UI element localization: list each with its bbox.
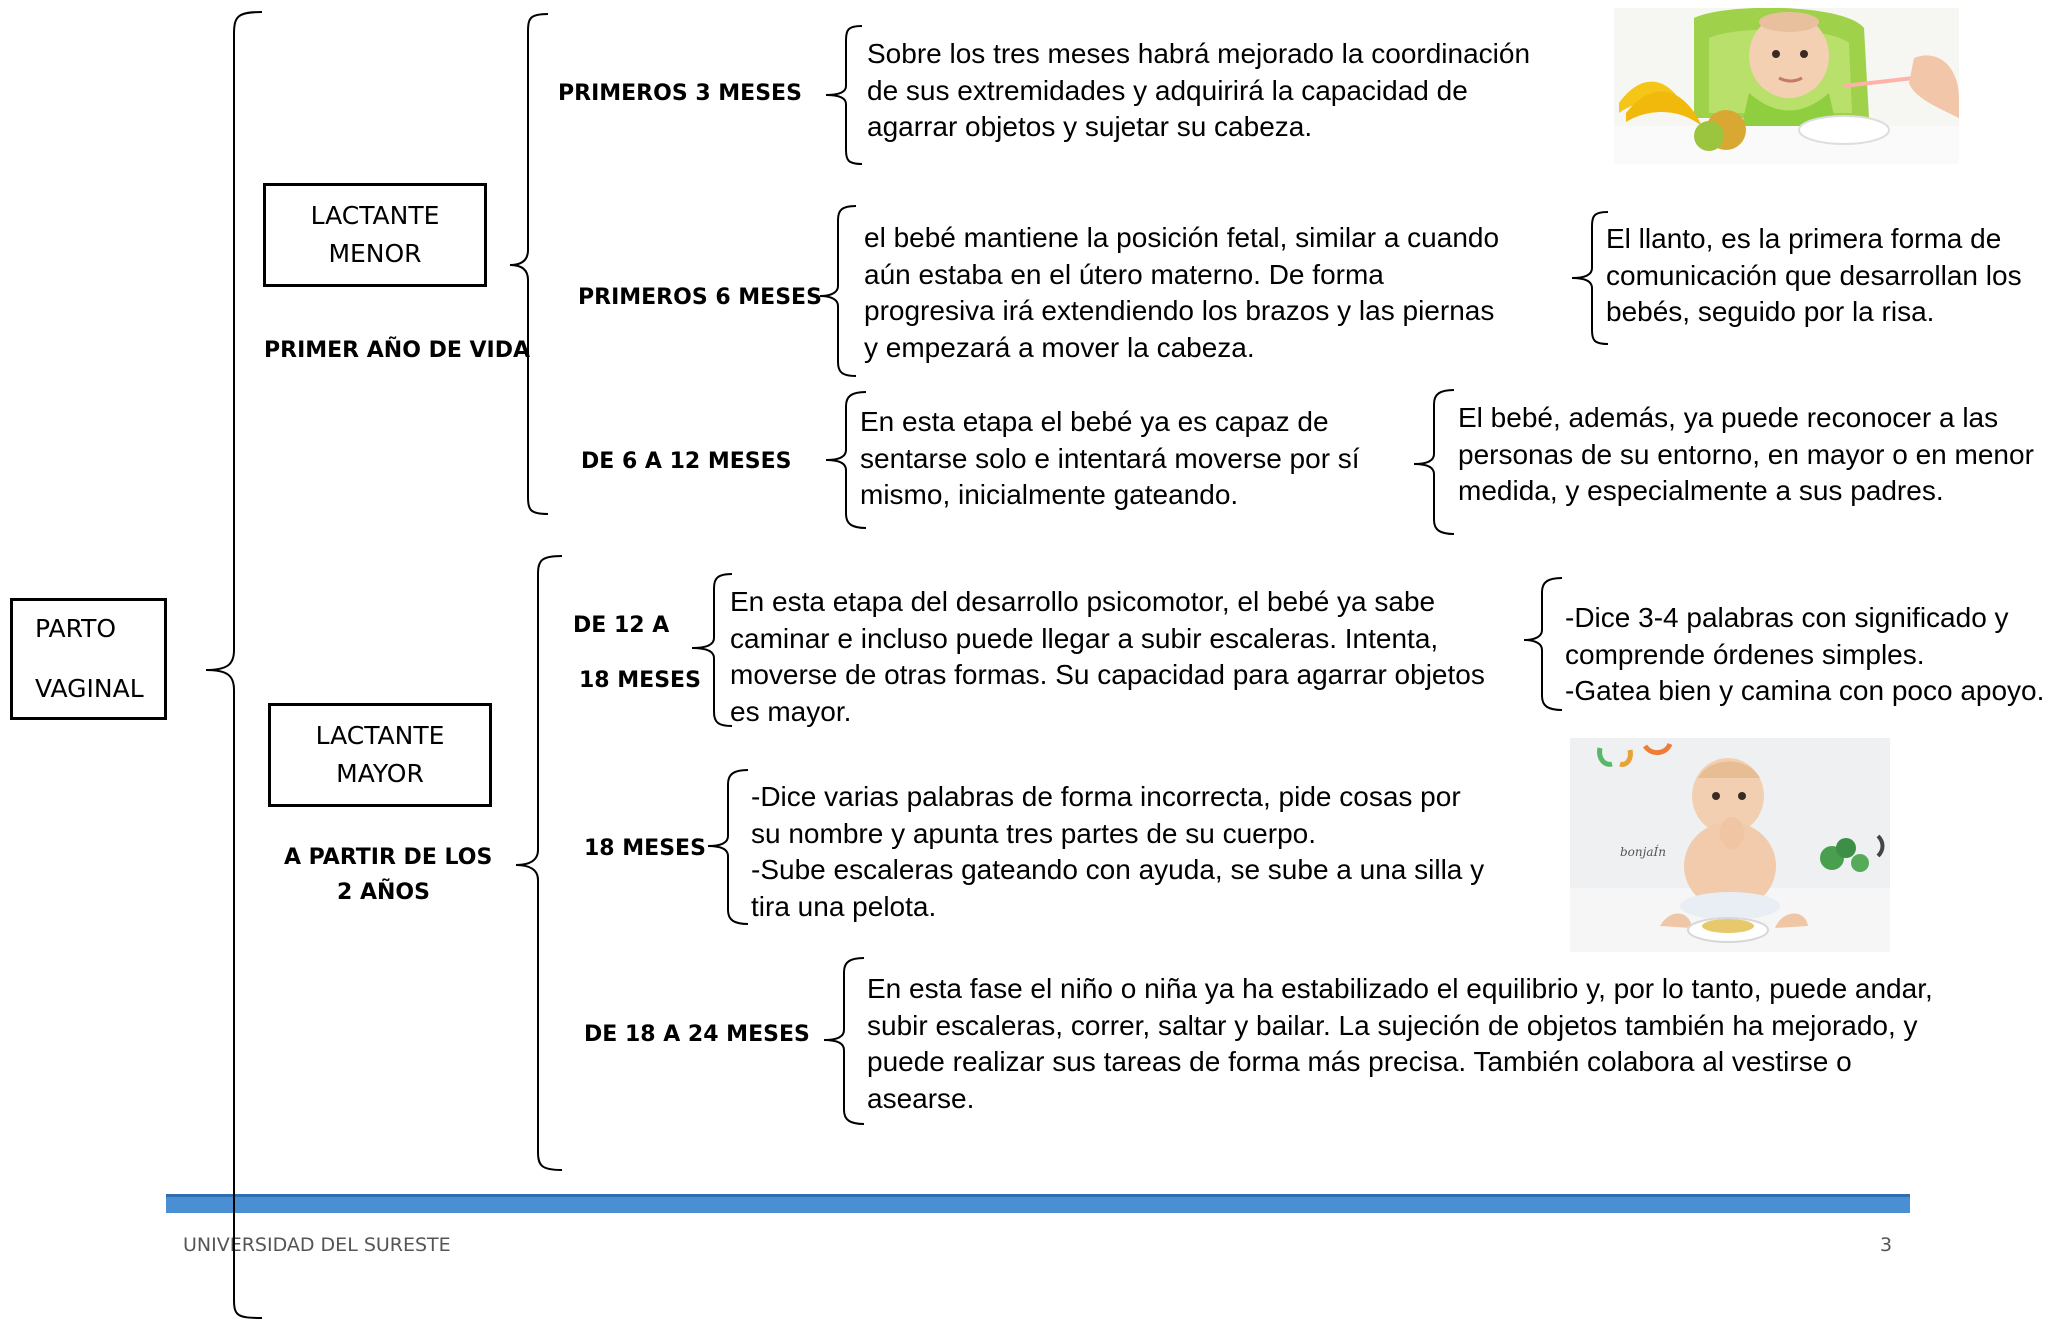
mayor-brace [515, 555, 563, 1171]
baby-floor-photo: bonjaÍn [1570, 738, 1890, 952]
text-line: es mayor. [730, 695, 852, 727]
text-line: aún estaba en el útero materno. De forma [864, 258, 1384, 290]
text-line: En esta fase el niño o niña ya ha estabi… [867, 973, 1933, 1004]
text-line: bebés, seguido por la risa. [1606, 296, 1935, 327]
text-line: caminar e incluso puede llegar a subir e… [730, 622, 1439, 654]
svg-text:bonjaÍn: bonjaÍn [1620, 844, 1666, 859]
stage-label-12-18b: 18 MESES [579, 668, 701, 693]
text-line: -Dice varias palabras de forma incorrect… [751, 781, 1461, 812]
text-line: En esta etapa del desarrollo psicomotor,… [730, 586, 1436, 617]
text-6-12: En esta etapa el bebé ya es capaz de sen… [860, 404, 1360, 514]
brace-reconocer [1413, 389, 1455, 535]
text-line: sentarse solo e intentará moverse por sí [860, 442, 1360, 474]
mayor-line1: LACTANTE [315, 721, 445, 750]
text-line: su nombre y apunta tres partes de su cue… [751, 817, 1316, 849]
text-line: Sobre los tres meses habrá mejorado la c… [867, 38, 1531, 69]
text-18-24: En esta fase el niño o niña ya ha estabi… [867, 971, 1933, 1117]
menor-brace [509, 13, 549, 515]
text-line: En esta etapa el bebé ya es capaz de [860, 406, 1329, 437]
lactante-mayor-box: LACTANTE MAYOR [268, 703, 492, 807]
text-18m: -Dice varias palabras de forma incorrect… [751, 779, 1484, 925]
menor-line1: LACTANTE [310, 201, 440, 230]
stage-label-18m: 18 MESES [584, 836, 706, 861]
footer-rule [166, 1194, 1910, 1213]
root-line1: PARTO [35, 614, 117, 643]
text-line: agarrar objetos y sujetar su cabeza. [867, 111, 1313, 142]
text-line: personas de su entorno, en mayor o en me… [1458, 438, 2034, 470]
text-line: comunicación que desarrollan los [1606, 259, 2022, 291]
brace-llanto [1571, 211, 1609, 345]
root-line2: VAGINAL [35, 674, 144, 703]
text-line: y empezará a mover la cabeza. [864, 331, 1255, 363]
text-line: -Sube escaleras gateando con ayuda, se s… [751, 854, 1485, 885]
a-partir-label: A PARTIR DE LOS [284, 845, 493, 870]
brace-dice [1523, 577, 1563, 711]
stage-label-12-18a: DE 12 A [573, 613, 670, 638]
parto-vaginal-box: PARTO VAGINAL [10, 598, 167, 720]
text-line: progresiva irá extendiendo los brazos y … [864, 295, 1495, 326]
text-line: moverse de otras formas. Su capacidad pa… [730, 659, 1485, 690]
text-line: el bebé mantiene la posición fetal, simi… [864, 222, 1500, 253]
dos-anos-label: 2 AÑOS [337, 880, 430, 905]
text-line: de sus extremidades y adquirirá la capac… [867, 74, 1468, 106]
footer-university: UNIVERSIDAD DEL SURESTE [183, 1234, 451, 1256]
text-line: comprende órdenes simples. [1565, 638, 1925, 670]
text-line: El llanto, es la primera forma de [1606, 223, 2002, 254]
text-6m: el bebé mantiene la posición fetal, simi… [864, 220, 1499, 366]
menor-line2: MENOR [328, 239, 422, 268]
text-line: asearse. [867, 1082, 975, 1114]
primer-ano-label: PRIMER AÑO DE VIDA [264, 338, 531, 363]
text-llanto: El llanto, es la primera forma de comuni… [1606, 221, 2022, 331]
stage-label-18-24: DE 18 A 24 MESES [584, 1022, 810, 1047]
text-3m: Sobre los tres meses habrá mejorado la c… [867, 36, 1530, 146]
text-line: subir escaleras, correr, saltar y bailar… [867, 1009, 1918, 1041]
page-number: 3 [1880, 1234, 1893, 1256]
brace-18m [707, 769, 749, 925]
text-line: medida, y especialmente a sus padres. [1458, 475, 1944, 506]
text-line: El bebé, además, ya puede reconocer a la… [1458, 402, 1999, 433]
text-dice: -Dice 3-4 palabras con significado y com… [1565, 600, 2044, 710]
text-12-18: En esta etapa del desarrollo psicomotor,… [730, 584, 1485, 730]
text-reconocer: El bebé, además, ya puede reconocer a la… [1458, 400, 2034, 510]
main-brace [205, 11, 263, 1319]
brace-18-24 [823, 957, 865, 1125]
lactante-menor-box: LACTANTE MENOR [263, 183, 487, 287]
text-line: tira una pelota. [751, 890, 937, 922]
brace-6-12 [825, 391, 867, 529]
brace-12-18 [691, 573, 733, 727]
text-line: -Gatea bien y camina con poco apoyo. [1565, 675, 2045, 706]
brace-3m [825, 25, 863, 165]
text-line: puede realizar sus tareas de forma más p… [867, 1046, 1852, 1077]
stage-label-6-12: DE 6 A 12 MESES [581, 449, 792, 474]
stage-label-3m: PRIMEROS 3 MESES [558, 81, 802, 106]
stage-label-6m: PRIMEROS 6 MESES [578, 285, 822, 310]
baby-eating-photo [1614, 8, 1959, 164]
text-line: -Dice 3-4 palabras con significado y [1565, 602, 2009, 633]
brace-6m [819, 205, 857, 377]
mayor-line2: MAYOR [336, 759, 424, 788]
text-line: mismo, inicialmente gateando. [860, 479, 1239, 510]
